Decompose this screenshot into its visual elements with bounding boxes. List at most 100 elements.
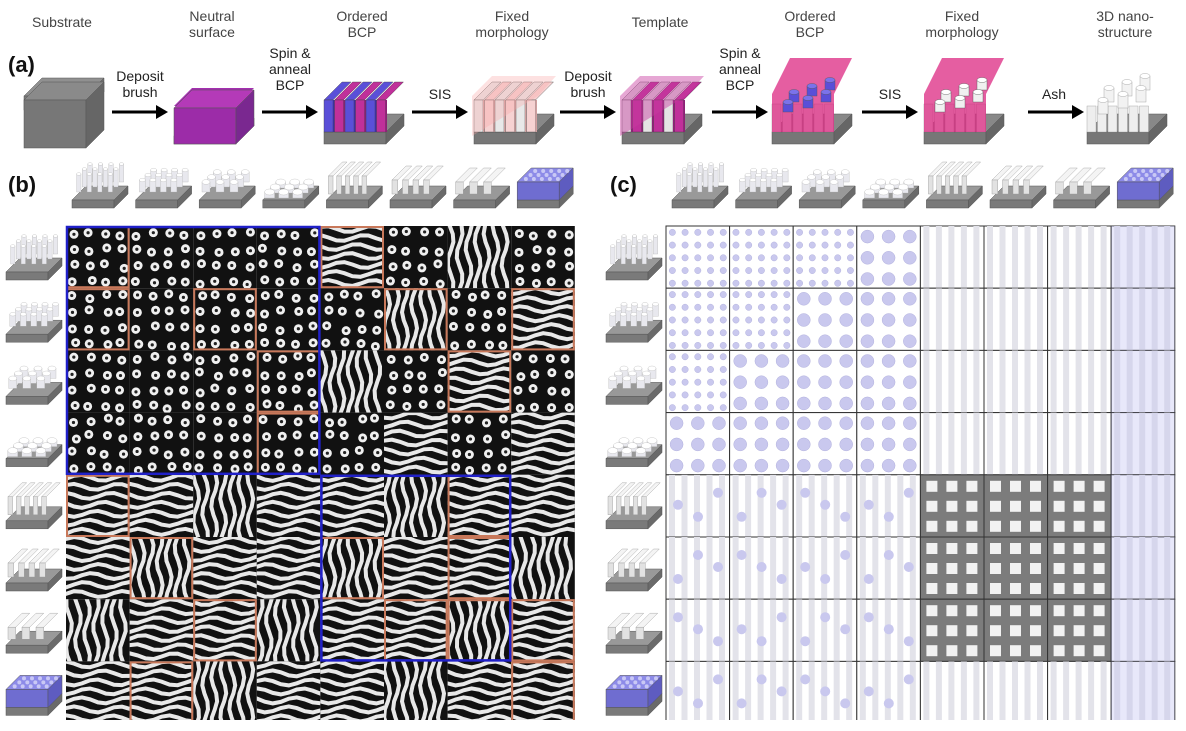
template-icon-wide-pillars [5, 365, 63, 406]
template-icon-domes [605, 437, 663, 468]
micrograph-cell [66, 288, 130, 351]
step-label: Ash [1041, 86, 1067, 102]
template-icon-wide-lines [1052, 167, 1111, 209]
micrograph-cell [256, 350, 321, 413]
process-arrow [560, 105, 616, 119]
micrograph-cell [129, 474, 194, 537]
step-label: Spin & anneal BCP [718, 45, 762, 93]
structure-cell [665, 598, 731, 662]
structure-cell [729, 412, 794, 476]
micrograph-cell [129, 537, 194, 600]
simulation-micrograph-grid [5, 161, 575, 720]
micrograph-cell [447, 661, 512, 720]
region-outline [320, 474, 512, 662]
highlight-cell [511, 661, 575, 720]
highlight-cell [129, 661, 194, 720]
template-icon-tall-lines [325, 161, 384, 209]
micrograph-cell [384, 226, 448, 289]
structure-cell [919, 412, 985, 476]
structure-cell [792, 474, 858, 538]
highlight-cell [447, 350, 512, 413]
micrograph-cell [511, 350, 575, 413]
micrograph-cell [447, 288, 512, 351]
highlight-cell [511, 599, 575, 662]
structure-cell [856, 287, 921, 351]
structure-cell [856, 349, 921, 414]
micrograph-cell [447, 599, 512, 662]
structure-cell [1047, 474, 1112, 538]
structure-cell [1047, 225, 1112, 289]
micrograph-cell [66, 474, 130, 537]
micrograph-cell [256, 412, 321, 475]
micrograph-cell [256, 226, 321, 289]
micrograph-cell [66, 661, 130, 720]
structure-cell [729, 349, 794, 414]
template-icon-lines [389, 165, 447, 209]
micrograph-cell [66, 599, 130, 662]
micrograph-cell [193, 226, 257, 289]
structure-cell [1047, 660, 1112, 720]
structure-cell [983, 598, 1049, 662]
structure-cell [729, 536, 794, 600]
region-outline [65, 225, 321, 476]
structure-cell [983, 349, 1049, 414]
structure-cell [919, 598, 985, 662]
structure-cell [792, 412, 858, 476]
highlight-cell [193, 288, 257, 351]
structure-cell [983, 660, 1049, 720]
micrograph-cell [129, 412, 194, 475]
structure-cell [1047, 536, 1112, 600]
template-icon-tall-lines [605, 482, 663, 530]
micrograph-cell [256, 474, 321, 537]
structure-cell [1110, 349, 1176, 414]
structure-cell [1047, 287, 1112, 351]
micrograph-cell [511, 537, 575, 600]
micrograph-cell [129, 350, 194, 413]
micrograph-cell [447, 474, 512, 537]
structure-cell [729, 474, 794, 538]
structure-cell [919, 474, 985, 538]
structure-cell [792, 598, 858, 662]
process-arrow [262, 105, 318, 119]
template-icon-tall-pillars [671, 162, 729, 209]
micrograph-cell [320, 599, 384, 662]
micrograph-cell [66, 412, 130, 475]
stage-illustration [1086, 73, 1168, 145]
micrograph-cell [384, 599, 448, 662]
micrograph-cell [384, 537, 448, 600]
template-icon-lines [5, 548, 63, 592]
template-icon-blue-dots [516, 167, 574, 209]
template-icon-wide-pillars [605, 365, 663, 406]
micrograph-cell [129, 599, 194, 662]
structure-cell [665, 474, 731, 538]
template-icon-pillars [5, 302, 63, 343]
structure-cell [983, 474, 1049, 538]
template-icon-blue-dots [5, 674, 63, 717]
template-icon-tall-lines [925, 161, 984, 209]
structure-cell [729, 225, 794, 289]
structure-cell [729, 660, 794, 720]
template-icon-domes [262, 178, 320, 209]
template-icon-wide-lines [452, 167, 511, 209]
template-icon-domes [5, 437, 63, 468]
micrograph-cell [193, 288, 257, 351]
structure-cell [1110, 225, 1176, 289]
stage-illustration [323, 81, 405, 145]
step-label: Deposit brush [564, 68, 612, 100]
micrograph-cell [511, 599, 575, 662]
structure-cell [856, 412, 921, 476]
step-label: SIS [878, 86, 902, 102]
stage-label: Neutral surface [189, 8, 235, 40]
stage-illustration [173, 88, 255, 145]
structure-cell [665, 349, 731, 414]
micrograph-cell [256, 661, 321, 720]
structure-cell [856, 598, 921, 662]
micrograph-cell [320, 288, 384, 351]
stage-label: Ordered BCP [336, 8, 388, 40]
structure-cell [792, 225, 858, 289]
micrograph-cell [384, 474, 448, 537]
structure-cell [665, 287, 731, 351]
step-label: Spin & anneal BCP [268, 45, 312, 93]
template-icon-blue-dots [605, 674, 663, 717]
micrograph-cell [193, 661, 257, 720]
